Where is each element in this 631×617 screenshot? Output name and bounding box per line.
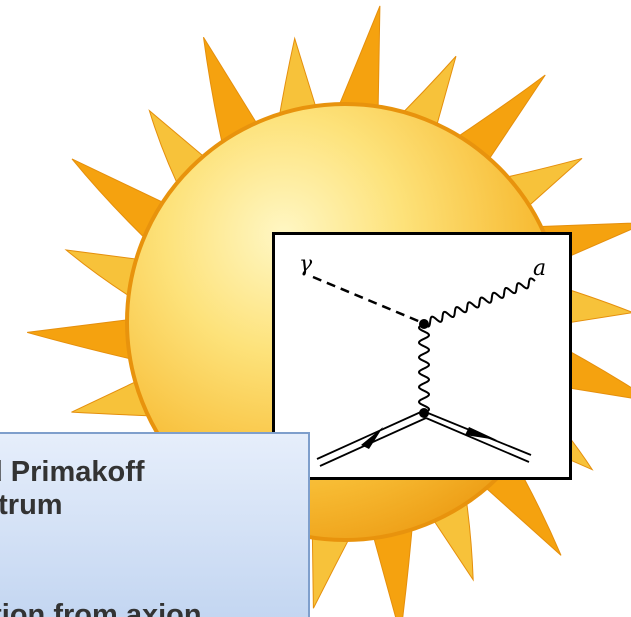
info-callout-box: d Primakoff ctrum ction from axion <box>0 432 310 617</box>
outgoing-nucleus-line <box>422 410 532 463</box>
incoming-arrow-icon <box>361 427 383 449</box>
outgoing-arrow-icon <box>465 427 497 440</box>
info-line-2: ctrum <box>0 489 63 521</box>
feynman-diagram-box: γ a <box>272 232 572 480</box>
incoming-photon-line <box>312 275 424 325</box>
lower-vertex <box>419 408 429 418</box>
virtual-photon-line <box>417 323 431 414</box>
info-line-3: ction from axion <box>0 599 202 617</box>
incoming-nucleus-line <box>316 410 427 467</box>
photon-label: γ <box>299 252 313 277</box>
feynman-diagram: γ a <box>299 252 546 467</box>
upper-vertex <box>419 319 429 329</box>
outgoing-axion-line <box>423 277 536 328</box>
axion-label: a <box>533 256 546 281</box>
info-line-1: d Primakoff <box>0 456 145 488</box>
